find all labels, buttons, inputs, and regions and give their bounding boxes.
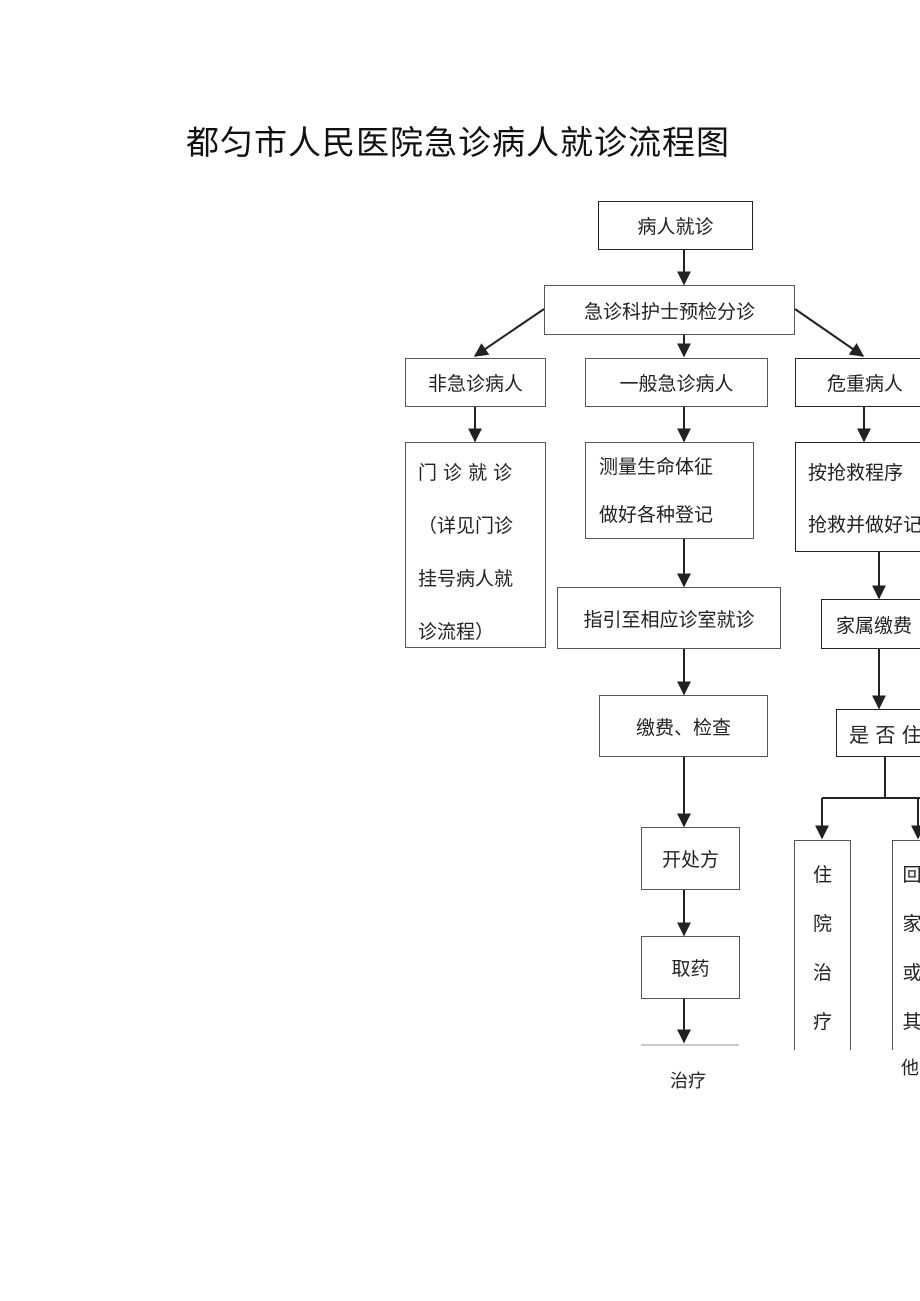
node-measure-vitals: 测量生命体征 做好各种登记	[585, 442, 754, 539]
node-outpatient: 门 诊 就 诊 （详见门诊 挂号病人就 诊流程）	[405, 442, 546, 648]
node-general-emergency: 一般急诊病人	[585, 358, 768, 407]
hospital-treatment-char-4: 疗	[812, 1011, 832, 1033]
node-critical: 危重病人	[795, 358, 920, 407]
outpatient-line-3: 挂号病人就	[418, 568, 514, 590]
go-home-char-4: 其	[902, 1011, 920, 1033]
node-start: 病人就诊	[598, 201, 753, 250]
node-guide-clinic: 指引至相应诊室就诊	[557, 587, 781, 649]
node-take-medicine: 取药	[641, 936, 740, 999]
node-admit-decision: 是 否 住	[836, 709, 920, 757]
measure-vitals-line-1: 测量生命体征	[599, 456, 714, 478]
hospital-treatment-char-3: 治	[812, 962, 832, 984]
go-home-char-2: 家	[902, 913, 920, 935]
outpatient-line-4: 诊流程）	[418, 621, 495, 643]
other-label: 他	[901, 1058, 919, 1079]
node-prescribe: 开处方	[641, 827, 740, 890]
hospital-treatment-char-2: 院	[812, 913, 832, 935]
hospital-treatment-char-1: 住	[812, 864, 832, 886]
node-go-home: 回 家 或 其	[892, 840, 920, 1050]
node-hospital-treatment: 住 院 治 疗	[794, 840, 851, 1050]
node-pay-exam: 缴费、检查	[599, 695, 768, 757]
node-rescue: 按抢救程序 抢救并做好记	[795, 442, 920, 552]
outpatient-line-1: 门 诊 就 诊	[418, 462, 513, 484]
rescue-line-2: 抢救并做好记	[808, 514, 920, 536]
go-home-char-3: 或	[902, 962, 920, 984]
node-non-emergency: 非急诊病人	[405, 358, 546, 407]
page-title: 都匀市人民医院急诊病人就诊流程图	[186, 123, 730, 162]
go-home-char-1: 回	[902, 864, 920, 886]
node-family-pay: 家属缴费	[821, 599, 920, 649]
node-triage: 急诊科护士预检分诊	[544, 285, 795, 335]
treatment-label: 治疗	[670, 1071, 706, 1092]
measure-vitals-line-2: 做好各种登记	[599, 504, 714, 526]
rescue-line-1: 按抢救程序	[808, 462, 904, 484]
outpatient-line-2: （详见门诊	[418, 515, 514, 537]
